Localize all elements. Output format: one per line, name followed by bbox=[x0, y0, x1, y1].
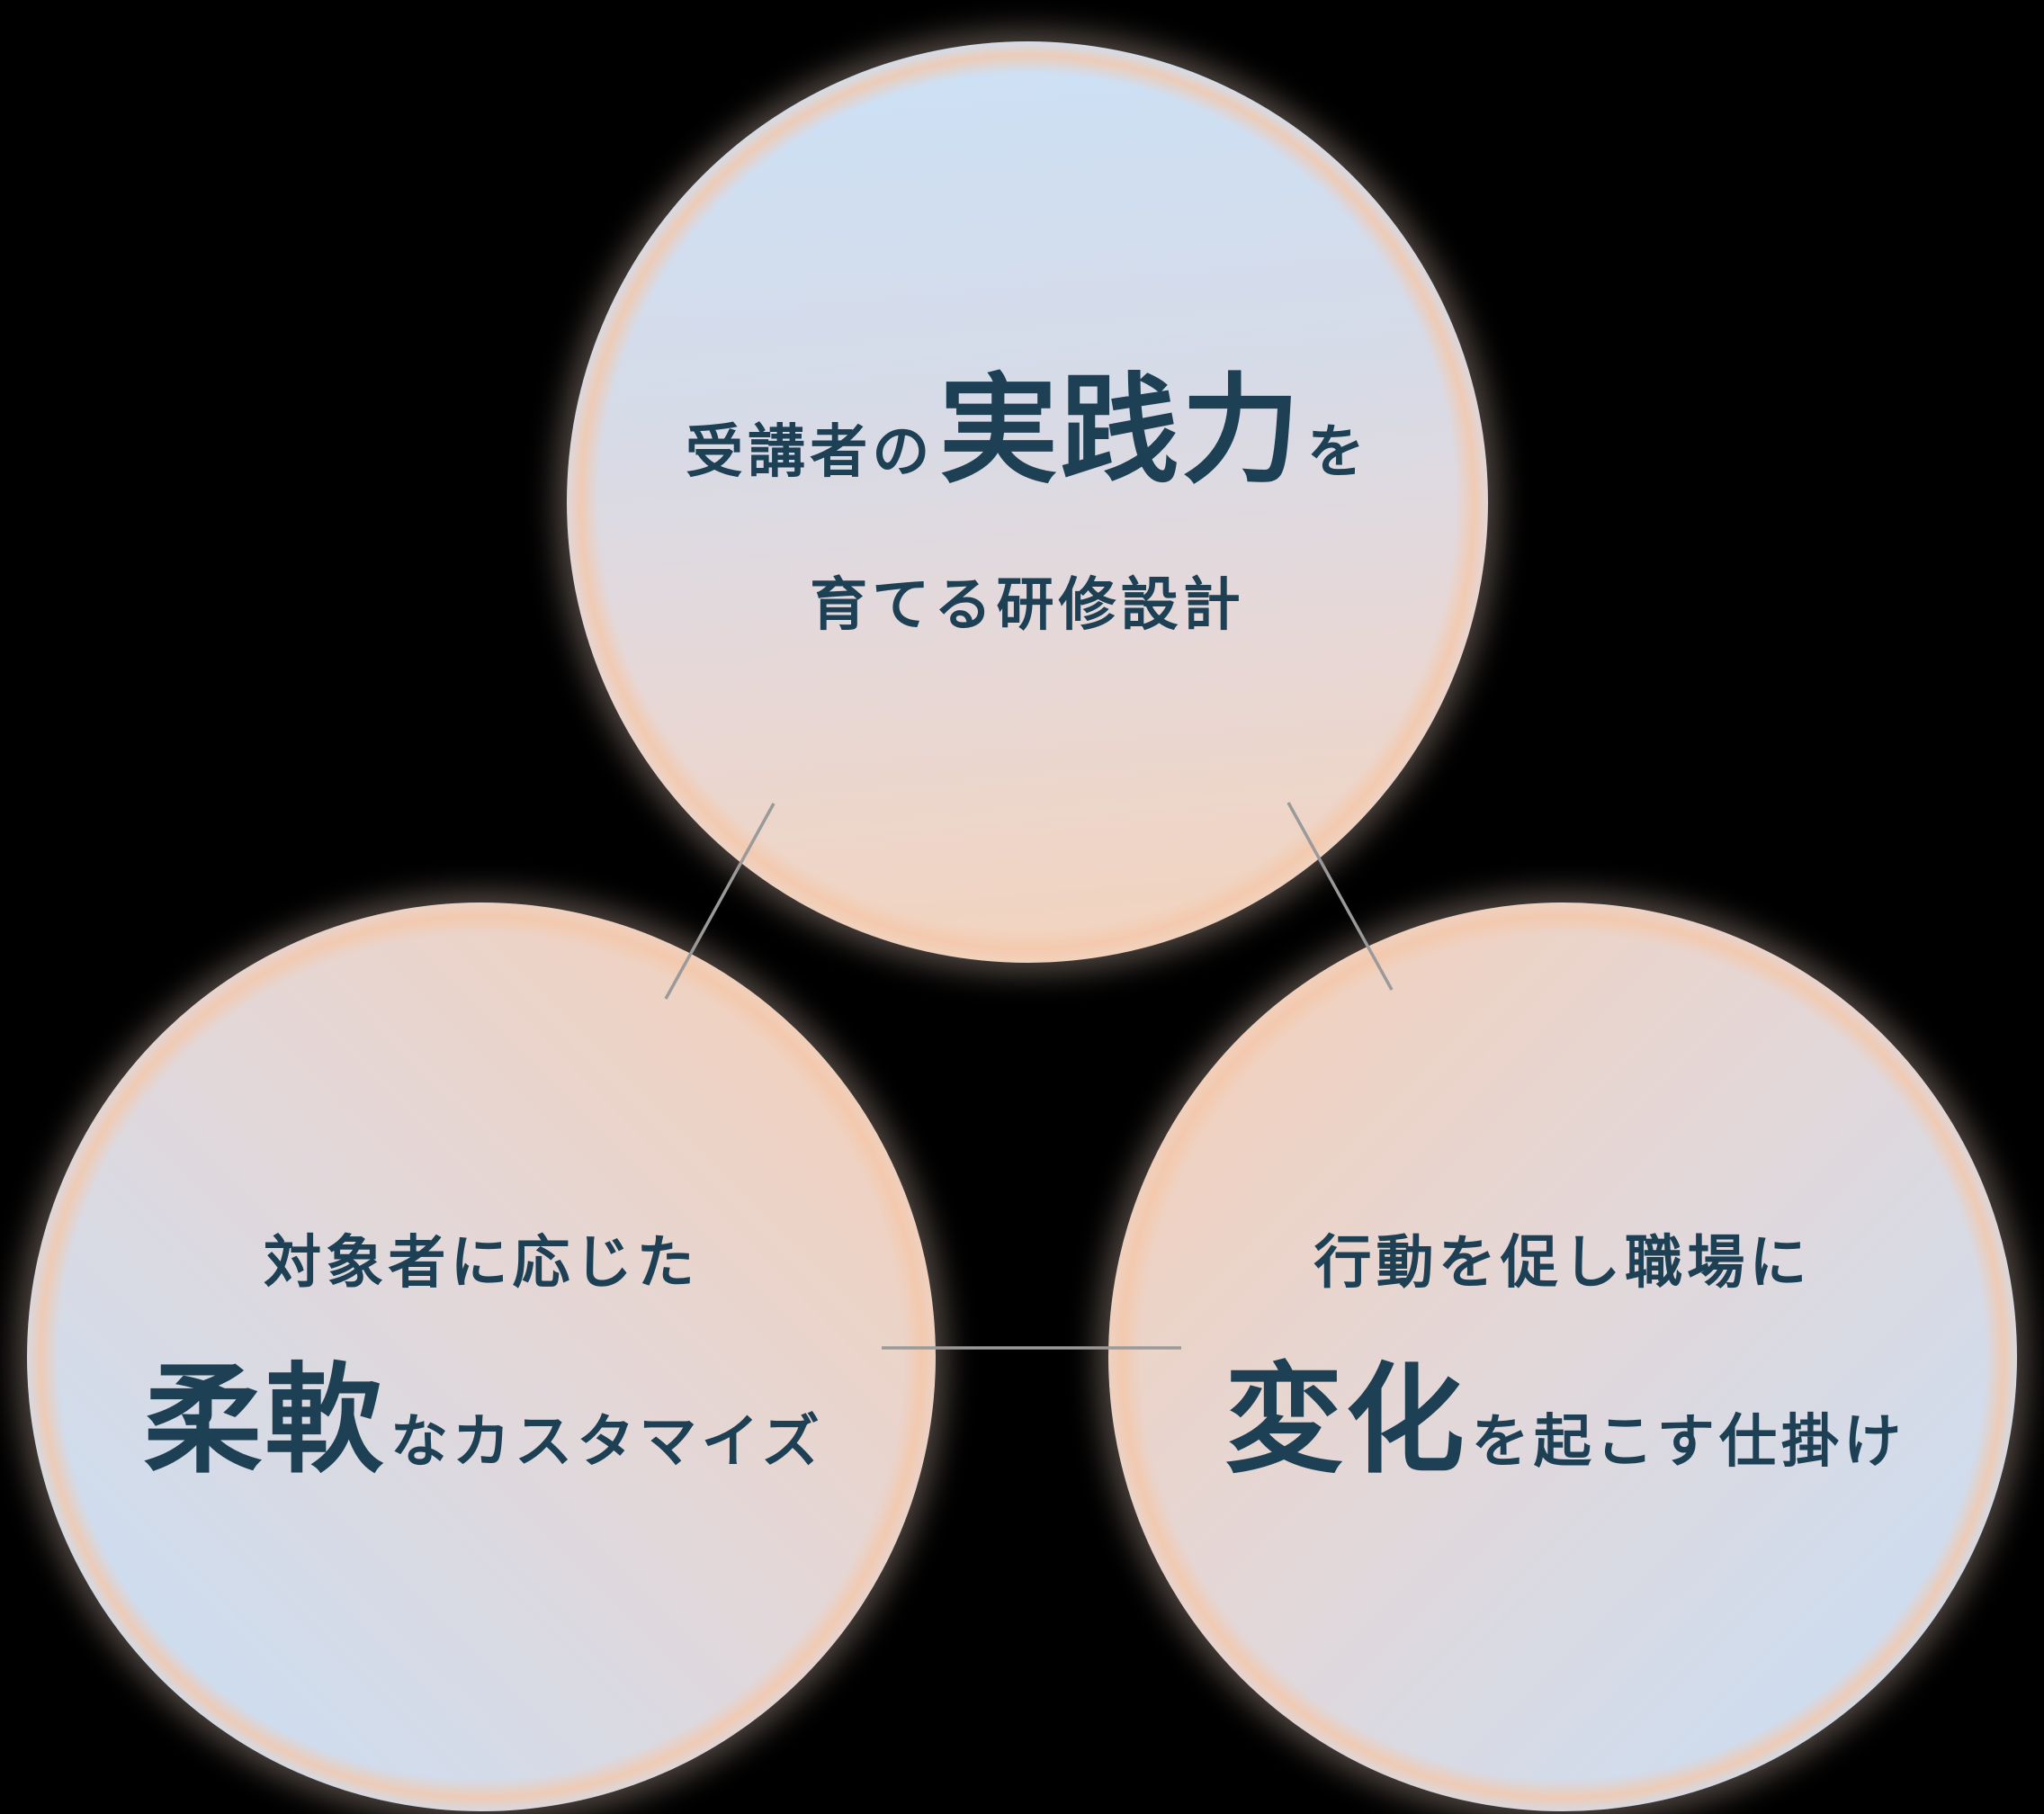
circle-flexible-customize: 対象者に応じた 柔軟なカスタマイズ bbox=[27, 903, 936, 1811]
circle-br-line2: 変化を起こす仕掛け bbox=[1220, 1361, 1905, 1480]
circle-br-line1: 行動を促し職場に bbox=[1313, 1230, 1812, 1295]
circle-bl-line2-keyword: 柔軟 bbox=[143, 1354, 386, 1486]
circle-workplace-change: 行動を促し職場に 変化を起こす仕掛け bbox=[1108, 903, 2017, 1811]
circle-top-line1-post: を bbox=[1306, 418, 1370, 484]
circle-br-line2-post: を起こす仕掛け bbox=[1471, 1409, 1906, 1474]
circle-top-line2: 育てる研修設計 bbox=[810, 571, 1245, 637]
circle-br-line2-keyword: 変化 bbox=[1224, 1354, 1467, 1486]
circle-top-line1-pre: 受講者の bbox=[685, 418, 935, 484]
circle-practical-skill: 受講者の実践力を 育てる研修設計 bbox=[567, 41, 1488, 963]
circle-top-line1-keyword: 実践力 bbox=[938, 364, 1303, 497]
circle-bl-line2-post: なカスタマイズ bbox=[390, 1409, 824, 1474]
circle-bl-line1: 対象者に応じた bbox=[264, 1230, 699, 1295]
circle-top-line1: 受講者の実践力を bbox=[685, 371, 1370, 490]
circle-bl-line2: 柔軟なカスタマイズ bbox=[139, 1361, 824, 1480]
